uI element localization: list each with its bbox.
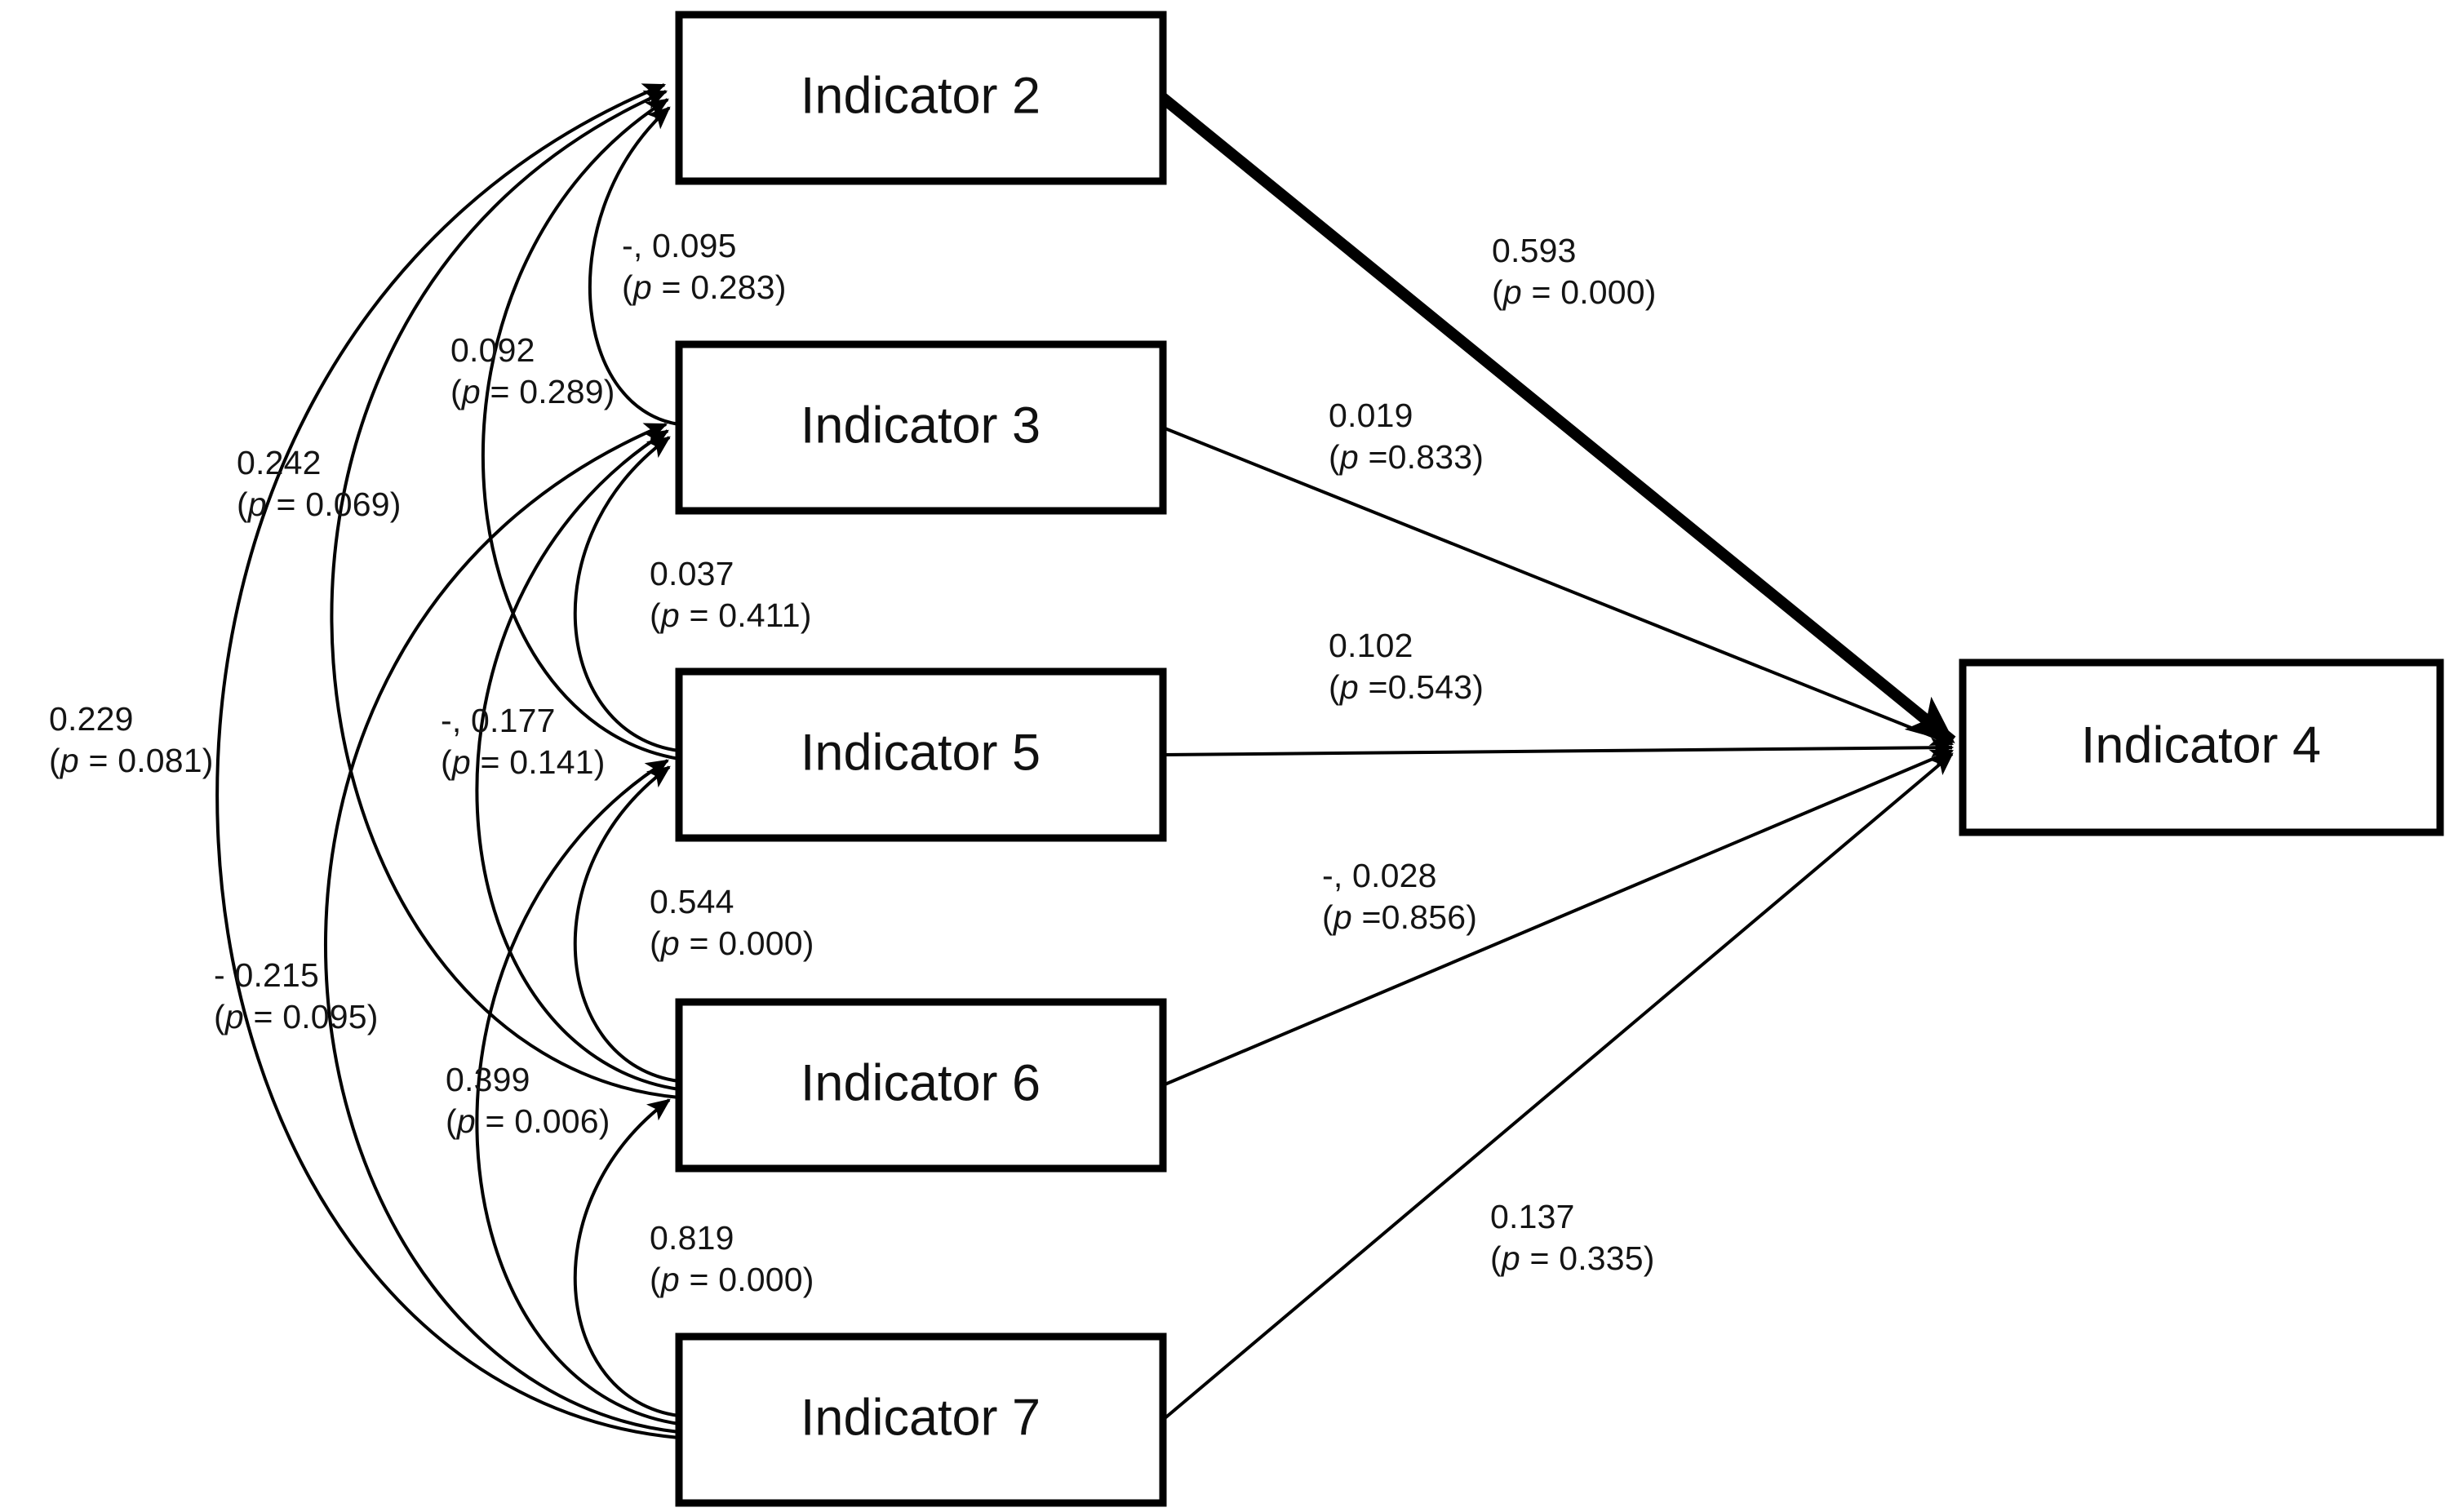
edge-coefficient: 0.593	[1492, 232, 1577, 269]
edge-indicator7-to-indicator5	[475, 759, 680, 1426]
edge-label-indicator6-to-indicator2: 0.242 (p = 0.069)	[237, 442, 402, 526]
node-indicator2-label: Indicator 2	[801, 68, 1041, 125]
node-indicator4[interactable]: Indicator 4	[1959, 658, 2444, 836]
node-indicator3-label: Indicator 3	[801, 397, 1041, 454]
edge-label-indicator2-to-indicator4: 0.593 (p = 0.000)	[1492, 230, 1657, 314]
edge-pvalue: (p = 0.069)	[237, 486, 402, 524]
edge-coefficient: 0.819	[650, 1219, 734, 1257]
node-indicator5-label: Indicator 5	[801, 725, 1041, 782]
edge-pvalue: (p = 0.289)	[450, 373, 615, 411]
edge-label-indicator5-to-indicator4: 0.102 (p =0.543)	[1329, 625, 1484, 709]
edge-coefficient: 0.137	[1490, 1198, 1575, 1235]
node-indicator3[interactable]: Indicator 3	[675, 340, 1167, 515]
edge-pvalue: (p =0.833)	[1329, 438, 1484, 477]
edge-pvalue: (p = 0.000)	[650, 924, 814, 963]
edge-pvalue: (p = 0.411)	[650, 596, 812, 635]
edge-label-indicator7-to-indicator6: 0.819 (p = 0.000)	[650, 1217, 814, 1301]
edge-label-indicator5-to-indicator2: 0.092 (p = 0.289)	[450, 330, 615, 414]
edge-indicator5-to-indicator3	[573, 436, 680, 752]
edge-indicator6-to-indicator4	[1162, 749, 1955, 1087]
edge-pvalue: (p =0.543)	[1329, 668, 1484, 707]
edge-pvalue: (p = 0.335)	[1490, 1239, 1655, 1278]
edge-coefficient: -, 0.177	[441, 702, 556, 739]
edge-pvalue: (p = 0.141)	[441, 743, 606, 782]
edge-label-indicator7-to-indicator5: 0.399 (p = 0.006)	[446, 1059, 610, 1143]
edge-pvalue: (p = 0.000)	[650, 1261, 814, 1299]
edge-indicator7-to-indicator6	[573, 1098, 680, 1417]
edge-coefficient: -, 0.095	[622, 227, 737, 264]
edge-coefficient: 0.399	[446, 1061, 530, 1098]
edge-label-indicator7-to-indicator4: 0.137 (p = 0.335)	[1490, 1196, 1655, 1280]
edge-pvalue: (p = 0.095)	[214, 998, 379, 1036]
edge-pvalue: (p = 0.000)	[1492, 273, 1657, 312]
edge-label-indicator6-to-indicator4: -, 0.028 (p =0.856)	[1322, 855, 1477, 939]
edge-indicator6-to-indicator5	[573, 765, 680, 1083]
edge-label-indicator3-to-indicator4: 0.019 (p =0.833)	[1329, 395, 1484, 479]
edge-indicator7-to-indicator3	[324, 423, 680, 1434]
edge-label-indicator3-to-indicator2: -, 0.095 (p = 0.283)	[622, 225, 787, 309]
edge-label-indicator6-to-indicator3: -, 0.177 (p = 0.141)	[441, 700, 606, 784]
edge-coefficient: 0.229	[49, 700, 134, 738]
edge-indicator7-to-indicator2	[215, 83, 680, 1439]
edge-indicator2-to-indicator4	[1159, 93, 1956, 746]
edge-label-indicator5-to-indicator3: 0.037 (p = 0.411)	[650, 553, 812, 637]
node-indicator6-label: Indicator 6	[801, 1055, 1041, 1112]
edge-label-indicator6-to-indicator5: 0.544 (p = 0.000)	[650, 881, 814, 965]
edge-indicator6-to-indicator3	[475, 429, 680, 1091]
node-indicator7-label: Indicator 7	[801, 1390, 1041, 1447]
edge-label-indicator7-to-indicator3: - 0.215 (p = 0.095)	[214, 955, 379, 1039]
edge-indicator5-to-indicator4	[1162, 737, 1955, 758]
edge-indicator3-to-indicator4	[1162, 426, 1955, 746]
edge-pvalue: (p =0.856)	[1322, 898, 1478, 937]
edge-coefficient: - 0.215	[214, 956, 320, 994]
edge-coefficient: 0.544	[650, 883, 734, 920]
node-indicator2[interactable]: Indicator 2	[675, 11, 1167, 185]
edge-coefficient: 0.102	[1329, 627, 1413, 664]
edge-indicator5-to-indicator2	[481, 98, 680, 760]
node-indicator6[interactable]: Indicator 6	[675, 998, 1167, 1173]
edge-indicator3-to-indicator2	[588, 106, 680, 426]
node-indicator5[interactable]: Indicator 5	[675, 667, 1167, 842]
edge-coefficient: 0.019	[1329, 397, 1413, 434]
edge-coefficient: 0.242	[237, 444, 322, 481]
edge-coefficient: -, 0.028	[1322, 857, 1437, 894]
node-indicator7[interactable]: Indicator 7	[675, 1332, 1167, 1507]
edge-label-indicator7-to-indicator2: 0.229 (p = 0.081)	[49, 698, 214, 783]
edge-pvalue: (p = 0.081)	[49, 742, 214, 780]
node-indicator4-label: Indicator 4	[2081, 717, 2321, 774]
edge-indicator6-to-indicator2	[330, 90, 680, 1099]
edge-coefficient: 0.037	[650, 555, 734, 592]
edge-pvalue: (p = 0.283)	[622, 268, 787, 307]
edge-coefficient: 0.092	[450, 331, 535, 369]
edge-indicator7-to-indicator4	[1161, 752, 1954, 1421]
edge-pvalue: (p = 0.006)	[446, 1102, 610, 1141]
